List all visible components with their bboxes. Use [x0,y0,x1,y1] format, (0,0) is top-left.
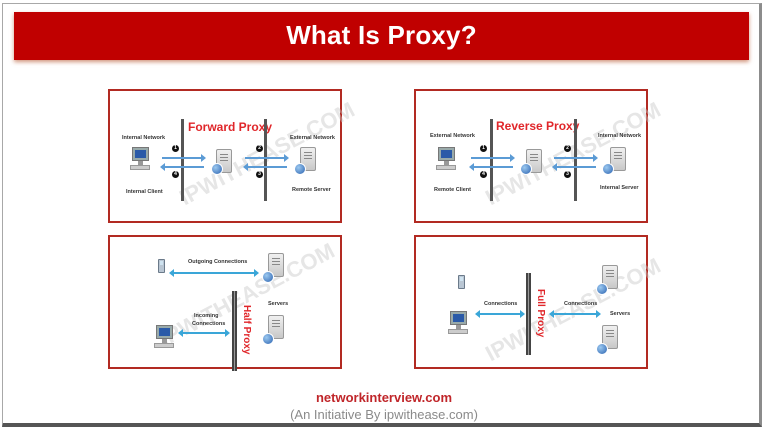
forward-proxy-title: Forward Proxy [188,120,273,134]
left-connections-label: Connections [484,301,518,307]
outgoing-arrow [169,269,259,277]
right-node-label: Internal Server [600,185,639,191]
half-proxy-panel: IPWITHEASE.COM Outgoing Connections Half… [108,235,342,371]
firewall-divider-left [181,119,184,201]
request-arrow [162,154,206,162]
site-name: networkinterview.com [315,390,453,405]
globe-icon [294,163,306,175]
right-network-label: External Network [290,135,335,141]
step-badge: 4 [480,171,487,178]
left-network-label: External Network [430,133,475,139]
client-computer-icon [448,311,470,337]
right-node-label: Remote Server [292,187,331,193]
forward-proxy-panel: IPWITHEASE.COM Forward Proxy Internal Ne… [108,89,359,223]
globe-icon [262,333,274,345]
step-badge: 2 [256,145,263,152]
client-connection-arrow [475,310,525,318]
right-network-label: Internal Network [598,133,642,139]
server-icon [268,315,284,339]
globe-icon [596,283,608,295]
left-network-label: Internal Network [122,135,166,141]
firewall-divider-right [264,119,267,201]
globe-icon [596,343,608,355]
client-computer-icon [130,147,152,173]
globe-icon [262,271,274,283]
mobile-phone-icon [158,259,165,273]
response-arrow [243,163,287,171]
title-banner: What Is Proxy? [14,12,749,60]
right-connections-label: Connections [564,301,598,307]
globe-icon [520,163,532,175]
site-tagline: (An Initiative By ipwithease.com) [290,407,478,422]
half-proxy-barrier [232,291,237,371]
response-arrow [469,163,513,171]
step-badge: 3 [564,171,571,178]
globe-icon [211,163,223,175]
page-title: What Is Proxy? [286,20,477,50]
full-proxy-title: Full Proxy [535,289,546,338]
servers-label: Servers [268,301,289,307]
globe-icon [602,163,614,175]
servers-label: Servers [610,311,631,317]
mobile-phone-icon [458,275,465,289]
outgoing-connections-label: Outgoing Connections [188,259,248,265]
firewall-divider-left [490,119,493,201]
step-badge: 4 [172,171,179,178]
reverse-proxy-panel: IPWITHEASE.COM Reverse Proxy External Ne… [414,89,665,223]
reverse-proxy-title: Reverse Proxy [496,119,580,133]
internal-server-icon [610,147,626,171]
server-connection-arrow [549,310,601,318]
server-icon [268,253,284,277]
client-computer-icon [436,147,458,173]
left-node-label: Internal Client [126,189,163,195]
server-icon [602,265,618,289]
incoming-label-2: Connections [192,321,226,327]
server-icon [602,325,618,349]
firewall-divider-right [574,119,577,201]
client-computer-icon [154,325,176,351]
step-badge: 2 [564,145,571,152]
step-badge: 3 [256,171,263,178]
request-arrow [554,154,598,162]
step-badge: 1 [480,145,487,152]
response-arrow [552,163,596,171]
request-arrow [471,154,515,162]
step-badge: 1 [172,145,179,152]
watermark: IPWITHEASE.COM [481,252,665,367]
incoming-arrow [178,329,230,337]
half-proxy-title: Half Proxy [241,305,252,355]
response-arrow [160,163,204,171]
left-node-label: Remote Client [434,187,471,193]
incoming-label-1: Incoming [194,313,219,319]
full-proxy-barrier [526,273,531,355]
request-arrow [245,154,289,162]
full-proxy-panel: IPWITHEASE.COM Connections Full Proxy Co… [414,235,665,369]
